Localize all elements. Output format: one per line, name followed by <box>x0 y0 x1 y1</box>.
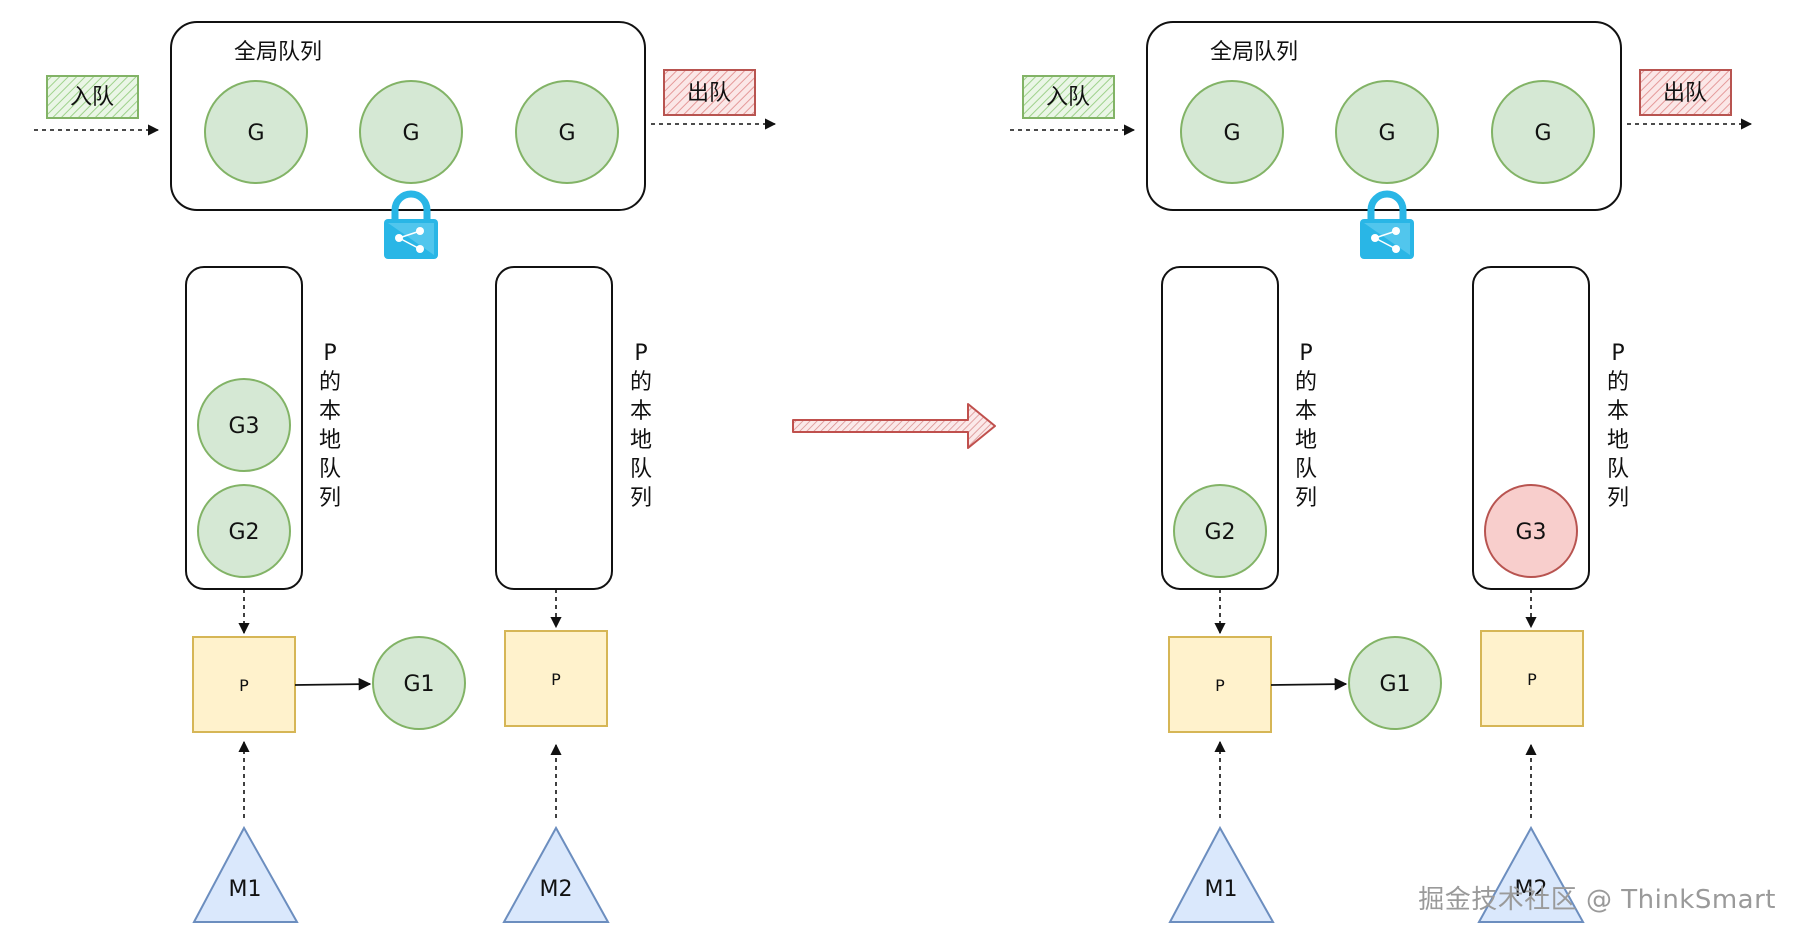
local-queue-label: P 的 本 地 队 列 <box>319 341 341 511</box>
stolen-goroutine: G3 <box>1484 484 1578 578</box>
processor: P <box>192 636 296 733</box>
enqueue-label: 入队 <box>1046 85 1090 110</box>
svg-text:G: G <box>1534 121 1551 146</box>
dequeue-label: 出队 <box>687 81 731 106</box>
dequeue-tag <box>1639 69 1732 116</box>
svg-text:G2: G2 <box>228 520 259 545</box>
global-goroutine: G <box>515 80 619 184</box>
global-goroutine: G <box>1491 80 1595 184</box>
svg-text:G1: G1 <box>403 672 434 697</box>
watermark: 掘金技术社区 @ ThinkSmart <box>1418 885 1776 915</box>
running-goroutine: G1 <box>372 636 466 730</box>
svg-text:M2: M2 <box>540 877 573 902</box>
global-goroutine: G <box>1180 80 1284 184</box>
local-queue-label: P 的 本 地 队 列 <box>630 341 652 511</box>
svg-text:本: 本 <box>319 399 341 424</box>
machine-triangle: M1 <box>192 825 299 923</box>
svg-text:队: 队 <box>1295 457 1317 482</box>
local-goroutine: G2 <box>197 484 291 578</box>
svg-text:P: P <box>239 676 249 695</box>
lock-icon <box>1360 190 1414 259</box>
svg-text:P: P <box>323 341 336 366</box>
svg-text:P: P <box>551 670 561 689</box>
enqueue-tag <box>46 75 139 119</box>
svg-text:列: 列 <box>630 486 652 511</box>
local-queue-label: P 的 本 地 队 列 <box>1295 341 1317 511</box>
svg-text:列: 列 <box>319 486 341 511</box>
processor: P <box>504 630 608 727</box>
svg-text:G: G <box>247 121 264 146</box>
svg-text:本: 本 <box>630 399 652 424</box>
svg-text:M2: M2 <box>1515 877 1548 902</box>
svg-text:队: 队 <box>319 457 341 482</box>
global-goroutine: G <box>204 80 308 184</box>
svg-text:队: 队 <box>1607 457 1629 482</box>
machine-triangle: M2 <box>1477 825 1585 923</box>
svg-text:地: 地 <box>1295 428 1317 453</box>
panel-before: 入队 全局队列 G G G 出队 <box>34 21 777 923</box>
svg-text:G3: G3 <box>1515 520 1546 545</box>
svg-text:G: G <box>1378 121 1395 146</box>
svg-text:的: 的 <box>630 370 652 395</box>
svg-text:列: 列 <box>1295 486 1317 511</box>
local-goroutine: G2 <box>1173 484 1267 578</box>
svg-text:的: 的 <box>1295 370 1317 395</box>
svg-text:P: P <box>1299 341 1312 366</box>
global-goroutine: G <box>359 80 463 184</box>
svg-text:M1: M1 <box>1205 877 1238 902</box>
machine-triangle: M2 <box>502 825 610 923</box>
svg-text:P: P <box>1527 670 1537 689</box>
svg-text:本: 本 <box>1295 399 1317 424</box>
enqueue-label: 入队 <box>70 85 114 110</box>
svg-text:M1: M1 <box>229 877 262 902</box>
svg-text:地: 地 <box>630 428 652 453</box>
svg-text:G: G <box>1223 121 1240 146</box>
svg-text:G3: G3 <box>228 414 259 439</box>
p-to-g1-arrow <box>1270 677 1348 691</box>
svg-text:地: 地 <box>1607 428 1629 453</box>
svg-text:本: 本 <box>1607 399 1629 424</box>
machine-triangle: M1 <box>1168 825 1275 923</box>
svg-text:P: P <box>1215 676 1225 695</box>
local-queue-label: P 的 本 地 队 列 <box>1607 341 1629 511</box>
svg-text:列: 列 <box>1607 486 1629 511</box>
global-queue-title: 全局队列 <box>1210 40 1298 65</box>
svg-text:的: 的 <box>319 370 341 395</box>
svg-text:P: P <box>634 341 647 366</box>
global-goroutine: G <box>1335 80 1439 184</box>
svg-text:G2: G2 <box>1204 520 1235 545</box>
processor: P <box>1168 636 1272 733</box>
global-queue-title: 全局队列 <box>234 40 322 65</box>
lock-icon <box>384 190 438 259</box>
svg-text:地: 地 <box>319 428 341 453</box>
svg-text:G: G <box>558 121 575 146</box>
svg-text:的: 的 <box>1607 370 1629 395</box>
p-to-g1-arrow <box>294 677 372 691</box>
svg-text:队: 队 <box>630 457 652 482</box>
enqueue-tag <box>1022 75 1115 119</box>
local-goroutine: G3 <box>197 378 291 472</box>
running-goroutine: G1 <box>1348 636 1442 730</box>
transition-arrow <box>792 403 996 449</box>
svg-text:G: G <box>402 121 419 146</box>
panel-after: 入队 全局队列 G G G 出队 <box>1010 21 1753 923</box>
dequeue-label: 出队 <box>1663 81 1707 106</box>
dequeue-tag <box>663 69 756 116</box>
local-queue-box <box>495 266 613 590</box>
svg-text:G1: G1 <box>1379 672 1410 697</box>
processor: P <box>1480 630 1584 727</box>
svg-text:P: P <box>1611 341 1624 366</box>
